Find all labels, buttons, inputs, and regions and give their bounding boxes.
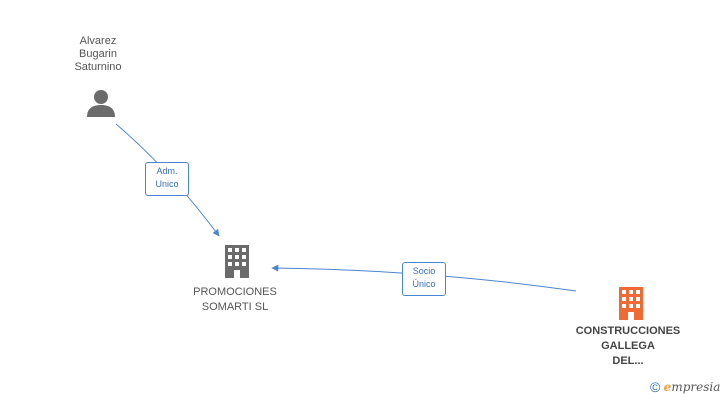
promociones-name-line-1: PROMOCIONES [193, 286, 277, 298]
edge-label-socio-unico[interactable]: Socio Único [402, 262, 446, 296]
construcciones-name-line-3: DEL... [612, 355, 644, 367]
edge-label-adm-unico[interactable]: Adm. Unico [145, 162, 189, 196]
edge-label-adm-line-2: Unico [155, 179, 179, 189]
promociones-name-line-2: SOMARTI SL [201, 301, 269, 313]
copyright-symbol: © [650, 379, 661, 395]
building-icon[interactable] [222, 244, 252, 278]
brand-rest: mpresia [671, 380, 721, 394]
empresia-logo: empresia [664, 380, 721, 394]
building-icon[interactable] [616, 286, 646, 320]
person-name-line-2: Bugarin [79, 48, 117, 60]
edge-label-socio-line-2: Único [412, 279, 436, 289]
construcciones-name-line-2: GALLEGA [601, 340, 655, 352]
person-name[interactable]: Alvarez Bugarin Saturnino [48, 35, 148, 74]
person-icon[interactable] [86, 88, 116, 118]
construcciones-name[interactable]: CONSTRUCCIONES GALLEGA DEL... [566, 324, 690, 369]
empresia-watermark: © empresia [650, 379, 720, 395]
promociones-name[interactable]: PROMOCIONES SOMARTI SL [180, 285, 290, 315]
construcciones-name-line-1: CONSTRUCCIONES [575, 325, 681, 337]
brand-initial: e [663, 380, 672, 394]
person-name-line-1: Alvarez [79, 35, 117, 47]
person-name-line-3: Saturnino [74, 61, 122, 73]
edge-label-adm-line-1: Adm. [156, 166, 178, 176]
edge-label-socio-line-1: Socio [412, 266, 436, 276]
